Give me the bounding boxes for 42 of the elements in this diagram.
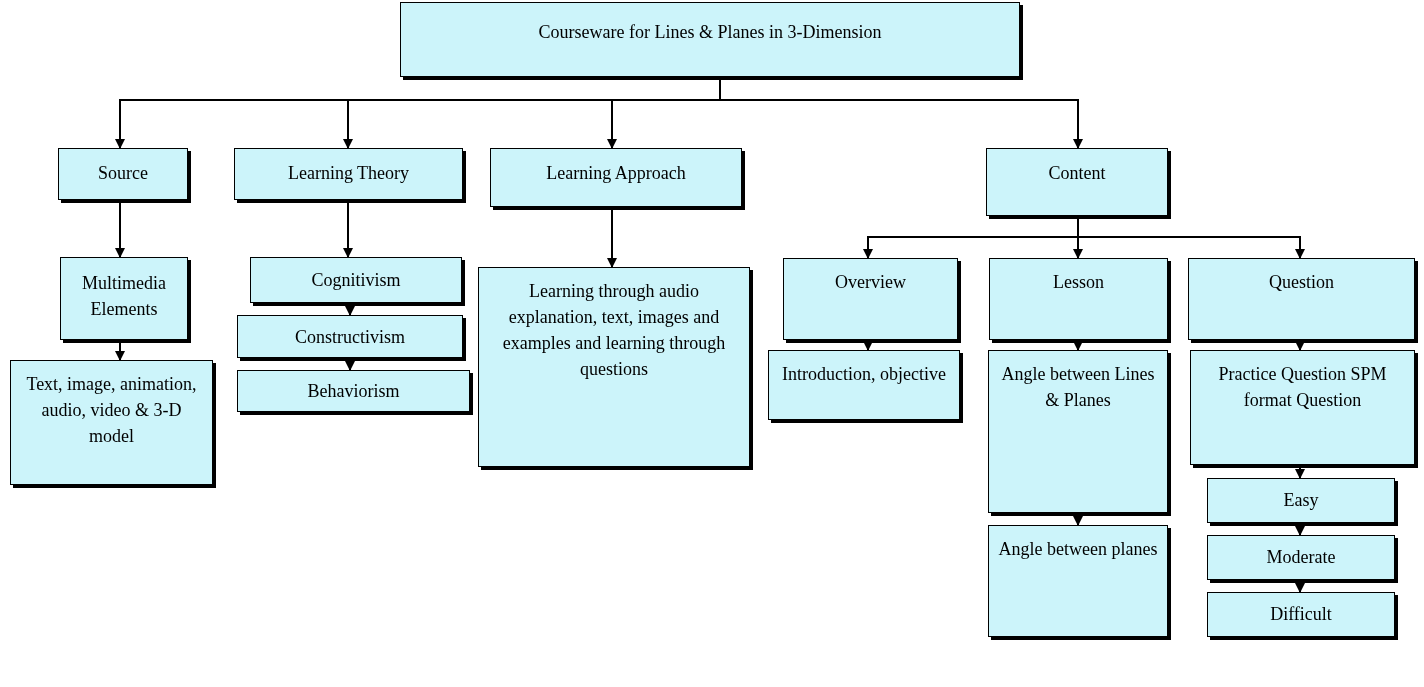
process-box [1190,350,1415,465]
box-label: Courseware for Lines & Planes in 3-Dimension [538,21,882,44]
process-box [1207,535,1395,580]
process-box [234,148,463,200]
box-label: Introduction, objective [782,363,946,386]
process-box [237,370,470,412]
process-box [400,2,1020,77]
box-label: Angle between planes [998,538,1158,561]
box-label: Lesson [1053,271,1104,294]
process-box [988,525,1168,637]
process-box [250,257,462,303]
box-label: Text, image, animation, audio, video & 3-D model [25,373,198,448]
box-label: Content [1048,162,1106,185]
box-label: Learning through audio explanation, text, images and examples and learning through questions [501,280,727,381]
box-label: Moderate [1266,546,1336,569]
process-box [988,350,1168,513]
box-label: Easy [1283,489,1319,512]
process-box [10,360,213,485]
process-box [1207,592,1395,637]
process-box [478,267,750,467]
box-label: Learning Theory [287,162,410,185]
process-box [60,257,188,340]
process-box [783,258,958,340]
process-box [768,350,960,420]
box-label: Practice Question SPM format Question [1217,363,1388,412]
box-label: Source [98,162,148,185]
box-label: Constructivism [295,326,405,349]
process-box [1188,258,1415,340]
box-label: Cognitivism [311,269,401,292]
box-label: Overview [835,271,906,294]
process-box [1207,478,1395,523]
box-label: Difficult [1270,603,1332,626]
process-box [490,148,742,207]
box-label: Question [1269,271,1334,294]
process-box [237,315,463,358]
box-label: Learning Approach [546,162,686,185]
box-label: Behaviorism [307,380,400,403]
box-label: Multimedia Elements [81,272,167,321]
process-box [58,148,188,200]
process-box [986,148,1168,216]
process-box [989,258,1168,340]
box-label: Angle between Lines & Planes [1000,363,1156,412]
